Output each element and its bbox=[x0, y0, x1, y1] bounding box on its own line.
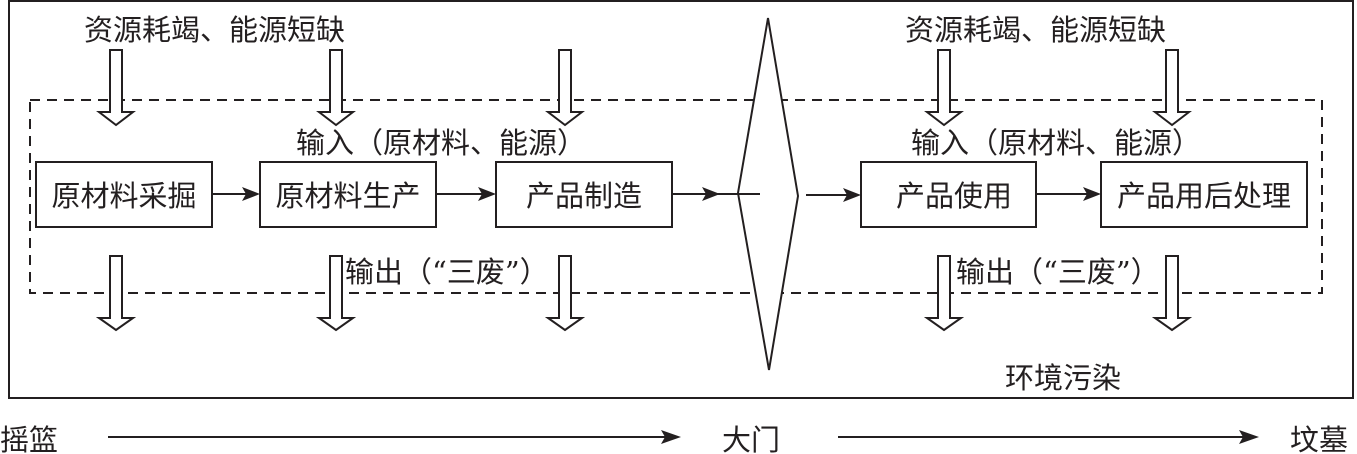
timeline-gate-label: 大门 bbox=[722, 423, 780, 454]
output-block-arrow bbox=[544, 255, 586, 332]
output-block-arrow bbox=[95, 255, 137, 332]
input-label-left: 输入（原材料、能源） bbox=[296, 126, 586, 160]
stage-disposal: 产品用后处理 bbox=[1100, 161, 1308, 228]
environment-pollution-label: 环境污染 bbox=[1005, 361, 1121, 395]
output-block-arrow bbox=[1151, 255, 1193, 332]
input-arrows bbox=[96, 49, 1192, 127]
timeline-arrow-1 bbox=[108, 430, 681, 444]
stage-label: 产品用后处理 bbox=[1117, 179, 1291, 213]
flow-arrow-2 bbox=[436, 187, 496, 201]
input-block-arrow bbox=[924, 49, 964, 127]
stage-box bbox=[495, 161, 673, 228]
flow-arrow-5 bbox=[1036, 187, 1101, 201]
output-block-arrow bbox=[923, 255, 965, 332]
system-boundary bbox=[29, 99, 1323, 294]
stage-manufacturing: 产品制造 bbox=[495, 161, 673, 228]
input-block-arrow bbox=[1152, 49, 1192, 127]
outer-frame bbox=[8, 0, 1354, 399]
input-block-arrow bbox=[316, 49, 356, 127]
resource-depletion-label-left: 资源耗竭、能源短缺 bbox=[84, 13, 345, 47]
stage-label: 产品制造 bbox=[526, 179, 642, 213]
stage-product-use: 产品使用 bbox=[860, 161, 1037, 228]
output-label-left: 输出（“三废”） bbox=[345, 255, 549, 289]
input-label-right: 输入（原材料、能源） bbox=[911, 126, 1201, 160]
stage-mining: 原材料采掘 bbox=[35, 161, 213, 228]
flow-arrow-1 bbox=[212, 187, 260, 201]
stage-box bbox=[35, 161, 213, 228]
gate-shape bbox=[736, 17, 800, 371]
timeline-cradle-label: 摇篮 bbox=[0, 423, 58, 454]
stage-label: 原材料采掘 bbox=[51, 179, 196, 213]
resource-depletion-label-right: 资源耗竭、能源短缺 bbox=[905, 13, 1166, 47]
output-arrows bbox=[95, 255, 1193, 332]
output-label-right: 输出（“三废”） bbox=[956, 255, 1160, 289]
output-block-arrow bbox=[315, 255, 357, 332]
flow-arrow-4 bbox=[806, 188, 861, 202]
stage-box bbox=[860, 161, 1037, 228]
timeline-arrow-2 bbox=[838, 430, 1259, 444]
stage-label: 原材料生产 bbox=[275, 179, 420, 213]
input-block-arrow bbox=[96, 49, 136, 127]
stage-box bbox=[1100, 161, 1308, 228]
stage-material-production: 原材料生产 bbox=[259, 161, 437, 228]
stage-label: 产品使用 bbox=[896, 179, 1012, 213]
input-block-arrow bbox=[545, 49, 585, 127]
timeline-grave-label: 坟墓 bbox=[1290, 423, 1348, 454]
